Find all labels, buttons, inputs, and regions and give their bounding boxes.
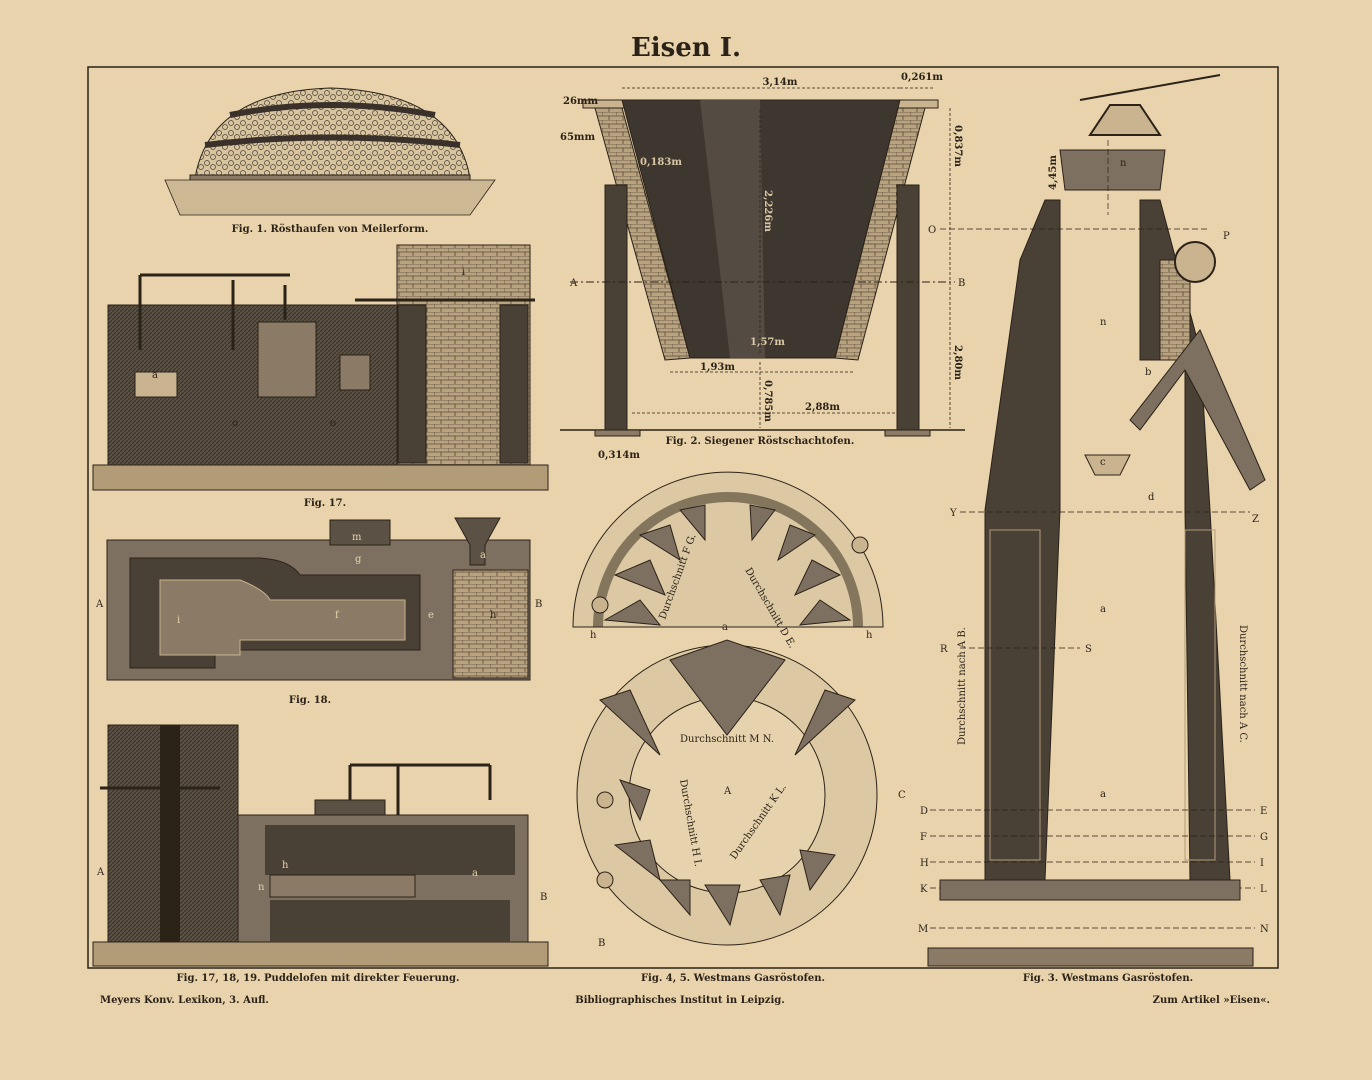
dim-label: 2,226m <box>762 190 773 232</box>
dim-label: 0,314m <box>598 450 640 461</box>
fig18-label: g <box>355 554 362 565</box>
dim-label: 3,14m <box>763 77 798 88</box>
fig3-inner-label: n <box>1120 158 1127 169</box>
fig3-left-label: R <box>940 644 948 655</box>
fig3-inner-label: a <box>1100 789 1106 800</box>
fig19-label-a: A <box>96 867 105 878</box>
fig17-label: o <box>232 418 238 429</box>
fig5-label: A <box>723 786 732 797</box>
fig5-label: B <box>598 938 605 949</box>
fig3-right-label: G <box>1260 832 1268 843</box>
fig3-inner-label: a <box>1100 604 1106 615</box>
dim-label: 26mm <box>563 96 598 107</box>
section-label: Durchschnitt nach A B. <box>957 627 968 745</box>
fig18-label-a: A <box>95 599 104 610</box>
plate-frame <box>87 66 1279 969</box>
fig3-westman-gas-roasting-furnace: 4,45m Durchschnitt nach A B. Durchschnit… <box>918 74 1269 984</box>
fig19-caption: Fig. 17, 18, 19. Puddelofen mit direkter… <box>177 973 460 984</box>
fig17-label: i <box>462 267 465 278</box>
fig3-right-label: I <box>1260 858 1264 869</box>
fig17-label: o <box>330 418 336 429</box>
fig18-puddling-furnace-plan: A B i f e h m g a Fig. 18. <box>95 517 542 706</box>
fig18-label-b: B <box>535 599 542 610</box>
fig18-caption: Fig. 18. <box>289 695 331 706</box>
dim-label: 1,57m <box>750 337 785 348</box>
footer-publication: Meyers Konv. Lexikon, 3. Aufl. <box>100 995 269 1006</box>
fig1-roast-heap: Fig. 1. Rösthaufen von Meilerform. <box>164 87 496 235</box>
fig18-label: h <box>490 610 497 621</box>
dim-label: 2,80m <box>952 345 963 380</box>
fig3-caption: Fig. 3. Westmans Gasröstofen. <box>1023 973 1193 984</box>
fig3-right-label: P <box>1223 231 1230 242</box>
fig19-label: h <box>282 860 289 871</box>
fig3-right-label: Z <box>1252 514 1259 525</box>
fig3-inner-label: n <box>1100 317 1107 328</box>
fig4-half-plan: Durchschnitt F G. Durchschnitt D E. a h … <box>572 471 884 650</box>
dim-label: 1,93m <box>700 362 735 373</box>
fig45-caption: Fig. 4, 5. Westmans Gasröstofen. <box>641 973 825 984</box>
fig5-full-plan: Durchschnitt M N. Durchschnitt H I. Durc… <box>576 639 906 984</box>
dim-label: 0,785m <box>762 380 773 422</box>
fig18-label: m <box>352 532 362 543</box>
fig19-label: a <box>472 868 478 879</box>
fig3-inner-label: b <box>1145 367 1151 378</box>
fig3-right-label: L <box>1260 884 1267 895</box>
fig18-label: i <box>177 615 180 626</box>
dim-label: 0,261m <box>901 72 943 83</box>
fig1-caption: Fig. 1. Rösthaufen von Meilerform. <box>232 224 429 235</box>
fig3-left-label: K <box>920 884 928 895</box>
fig17-caption: Fig. 17. <box>304 498 346 509</box>
section-label: Durchschnitt M N. <box>680 734 774 745</box>
fig3-left-label: D <box>920 806 928 817</box>
fig18-label: f <box>335 610 340 621</box>
section-label: Durchschnitt nach A C. <box>1237 625 1248 743</box>
fig4-label: h <box>590 630 597 641</box>
dim-label: 0,837m <box>952 125 963 167</box>
dim-label: 65mm <box>560 132 595 143</box>
fig18-label: a <box>480 550 486 561</box>
fig3-right-label: N <box>1260 924 1269 935</box>
fig3-left-label: F <box>920 832 927 843</box>
fig18-label: e <box>428 610 434 621</box>
fig3-inner-label: c <box>1100 457 1106 468</box>
dim-label: 2,88m <box>805 402 840 413</box>
fig3-left-label: H <box>920 858 929 869</box>
fig17-puddling-furnace-elevation: a o o i Fig. 17. <box>92 244 549 509</box>
fig2-label-a: A <box>569 278 578 289</box>
fig3-left-label: O <box>928 225 936 236</box>
fig17-label: a <box>152 370 158 381</box>
fig4-label: h <box>866 630 873 641</box>
fig2-caption: Fig. 2. Siegener Röstschachtofen. <box>666 436 855 447</box>
fig19-puddling-furnace-section: A B h a n Fig. 17, 18, 19. Puddelofen mi… <box>92 724 549 984</box>
fig2-label-b: B <box>958 278 965 289</box>
fig19-label-b: B <box>540 892 547 903</box>
footer-article-ref: Zum Artikel »Eisen«. <box>1153 995 1270 1006</box>
dim-label: 0,183m <box>640 157 682 168</box>
fig3-left-label: Y <box>949 508 957 519</box>
dim-label: 4,45m <box>1048 155 1059 190</box>
fig3-right-label: E <box>1260 806 1267 817</box>
fig4-label: a <box>722 622 728 633</box>
fig19-label: n <box>258 882 265 893</box>
fig5-label: C <box>898 790 906 801</box>
fig3-inner-label: d <box>1148 492 1155 503</box>
fig3-left-label: M <box>918 924 928 935</box>
footer-publisher: Bibliographisches Institut in Leipzig. <box>575 995 784 1006</box>
plate-title: Eisen I. <box>631 33 741 63</box>
fig2-siegen-roasting-shaft-furnace: 3,14m 0,261m 26mm 65mm 0,183m 2,226m 0,8… <box>560 72 965 461</box>
fig3-right-label: S <box>1085 644 1092 655</box>
